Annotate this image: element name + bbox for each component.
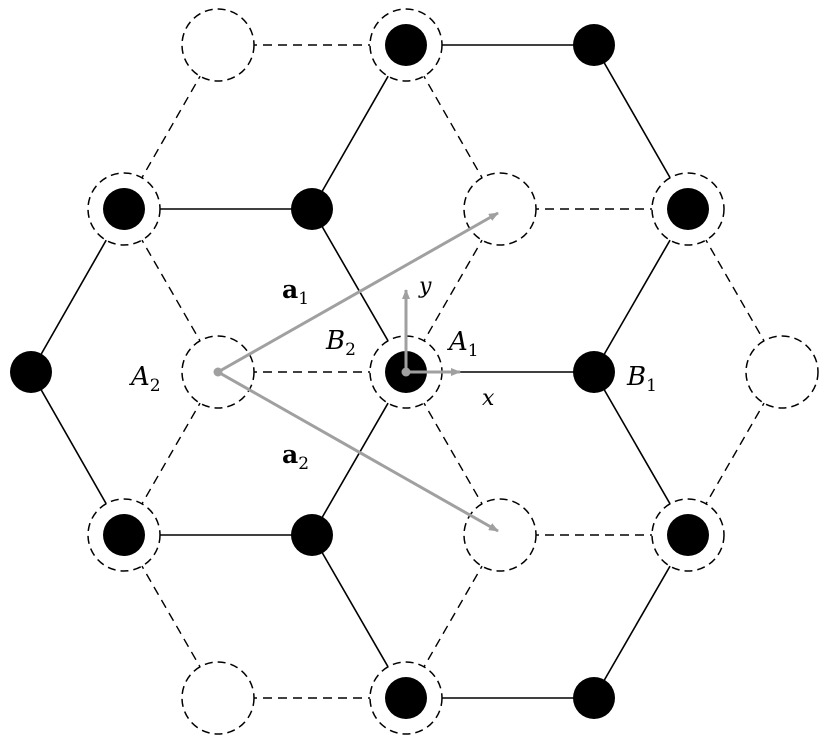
dashed-site: [181, 8, 255, 82]
solid-site: [291, 514, 333, 556]
solid-site: [103, 514, 145, 556]
label-a2: a2: [282, 440, 309, 474]
solid-site: [385, 677, 427, 719]
coordinate-axes: [402, 289, 461, 376]
label-B2: B2: [325, 326, 356, 360]
label-x-axis: x: [482, 386, 495, 411]
label-A1: A1: [447, 327, 479, 361]
label-y-axis: y: [418, 274, 432, 299]
dashed-site: [745, 335, 819, 409]
axes-origin-dot: [401, 367, 411, 377]
label-B1: B1: [626, 362, 657, 396]
solid-site: [291, 188, 333, 230]
solid-site: [10, 351, 52, 393]
solid-site: [573, 24, 615, 66]
solid-site: [667, 188, 709, 230]
solid-site: [667, 514, 709, 556]
dashed-site: [181, 661, 255, 735]
solid-site: [385, 24, 427, 66]
dashed-site: [463, 172, 537, 246]
label-A2: A2: [129, 362, 161, 396]
lattice-vectors: [217, 211, 499, 533]
dashed-site: [463, 498, 537, 572]
solid-site: [103, 188, 145, 230]
vector-origin-dot: [213, 367, 223, 377]
label-a1: a1: [282, 275, 309, 309]
solid-sites: [10, 24, 709, 719]
vector-a2-arrow: [217, 370, 499, 533]
solid-site: [573, 351, 615, 393]
solid-site: [573, 677, 615, 719]
vector-a1-arrow: [217, 211, 499, 374]
